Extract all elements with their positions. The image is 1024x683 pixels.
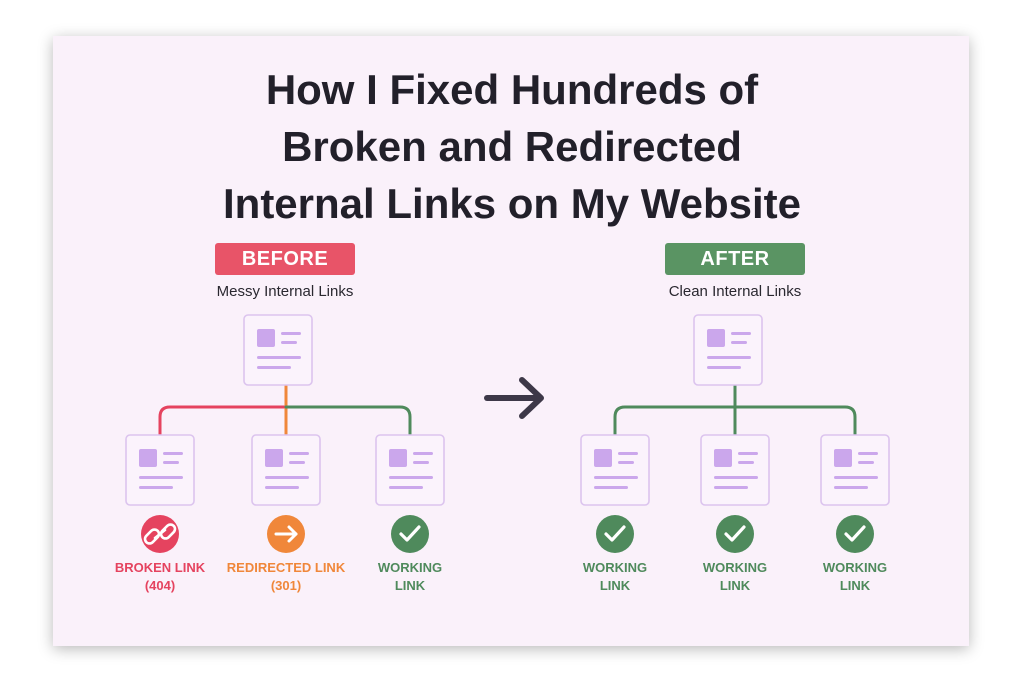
broken-link-icon — [141, 515, 179, 553]
checkmark-icon — [391, 515, 429, 553]
before-child-page-icon-1 — [125, 434, 195, 506]
title-line-1: How I Fixed Hundreds of — [265, 66, 759, 113]
after-child-page-icon-1 — [580, 434, 650, 506]
checkmark-icon — [596, 515, 634, 553]
before-badge: BEFORE — [215, 243, 355, 275]
after-badge: AFTER — [665, 243, 805, 275]
title-line-2: Broken and Redirected — [282, 123, 742, 170]
connector-working — [284, 405, 412, 437]
infographic-card — [53, 36, 969, 646]
after-parent-page-icon — [693, 314, 763, 386]
after-subtitle: Clean Internal Links — [668, 283, 802, 300]
after-child-page-icon-2 — [700, 434, 770, 506]
before-status-label-working: WORKING LINK — [377, 560, 443, 593]
redirect-arrow-icon — [267, 515, 305, 553]
connector-after-right — [733, 405, 857, 437]
before-subtitle: Messy Internal Links — [216, 283, 354, 300]
arrow-right-icon — [484, 377, 544, 419]
after-status-label-2: WORKING LINK — [702, 560, 768, 593]
connector-after-left — [613, 383, 737, 437]
checkmark-icon — [716, 515, 754, 553]
before-connectors — [158, 383, 412, 437]
after-status-label-1: WORKING LINK — [582, 560, 648, 593]
checkmark-icon — [836, 515, 874, 553]
before-status-label-redirect: REDIRECTED LINK (301) — [226, 560, 346, 593]
page-title: How I Fixed Hundreds of Broken and Redir… — [0, 61, 1024, 232]
before-child-page-icon-2 — [251, 434, 321, 506]
before-parent-page-icon — [243, 314, 313, 386]
before-child-page-icon-3 — [375, 434, 445, 506]
before-status-label-broken: BROKEN LINK (404) — [114, 560, 206, 593]
after-child-page-icon-3 — [820, 434, 890, 506]
after-status-label-3: WORKING LINK — [822, 560, 888, 593]
title-line-3: Internal Links on My Website — [223, 180, 801, 227]
connector-broken — [158, 383, 288, 437]
after-connectors — [613, 383, 857, 437]
